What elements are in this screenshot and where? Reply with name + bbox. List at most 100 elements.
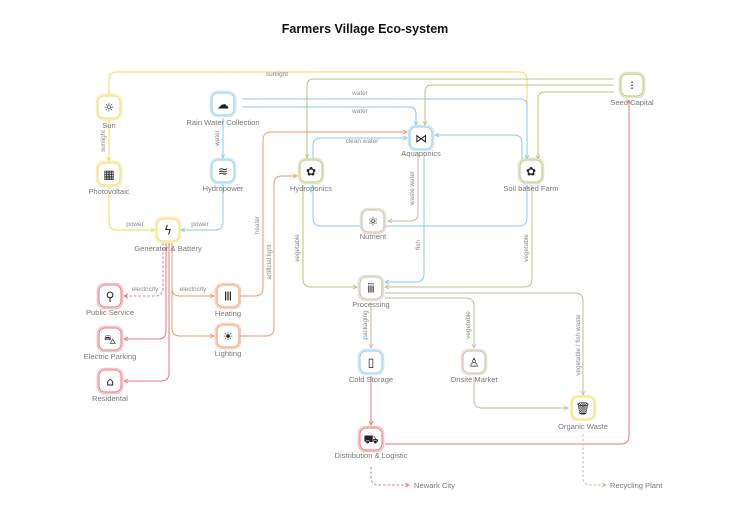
node-label: Photovoltaic [88, 187, 130, 196]
fish-icon: ⋈ [415, 132, 427, 146]
node-label: Soil based Farm [503, 184, 558, 193]
node-hydroponics[interactable]: ✿ Hydroponics [290, 157, 332, 194]
node-public[interactable]: ⚲Public Service [86, 282, 134, 318]
water-rain-to-aquaponics [242, 106, 416, 125]
edge-label-packaging: packaging [362, 310, 369, 340]
nutrient-to-hydroponics [313, 185, 360, 227]
node-rain[interactable]: ☁ Rain Water Collection [186, 90, 260, 128]
lightning-icon: ϟ [164, 224, 172, 238]
market-stall-icon: ♙ [469, 356, 480, 370]
page-title: Farmers Village Eco-system [281, 22, 449, 36]
node-label: Lighting [215, 349, 242, 358]
node-nutrient[interactable]: ⚛Nutrient [359, 207, 387, 242]
node-label: Public Service [86, 308, 134, 317]
waste-water-to-nutrient [388, 152, 419, 221]
edge-label-power_hydro: power [191, 221, 209, 228]
edge-label-fish: fish [415, 240, 422, 250]
fridge-icon: ▯ [368, 356, 375, 370]
node-box-inner [620, 73, 644, 97]
power-pv-to-generator [108, 187, 155, 230]
waste-to-recycling [582, 434, 606, 485]
node-parking[interactable]: ⛍Electric Parking [84, 325, 137, 362]
node-box-inner [359, 427, 383, 451]
seed-icon: ⁝ [630, 79, 634, 93]
edge-label-veg_soil: vegetable [523, 234, 530, 262]
edge-label-electricity_public: electricity [132, 286, 159, 293]
power-hydro-to-generator [181, 184, 224, 230]
node-box-inner [409, 126, 433, 150]
nutrient-to-soil-farm [386, 185, 527, 227]
edge-label-water_aqua: water [351, 108, 368, 115]
node-label: Nutrient [360, 232, 387, 241]
plant-icon: ✿ [306, 165, 316, 179]
seed-to-hydroponics [307, 78, 614, 158]
node-label: Rain Water Collection [186, 118, 259, 127]
node-hydro[interactable]: ≋ Hydropower [203, 157, 244, 194]
newark-city-label: Newark City [414, 481, 455, 490]
node-box-inner [98, 369, 122, 393]
node-aqua[interactable]: ⋈ Aquaponics [401, 124, 441, 159]
market-to-organic-waste [473, 377, 568, 408]
node-box-inner [156, 218, 180, 242]
node-label: Hydropower [203, 184, 244, 193]
node-waste[interactable]: 🗑 Organic Waste [558, 394, 608, 432]
node-label: Aquaponics [401, 149, 441, 158]
electricity-to-heating [171, 243, 214, 296]
node-label: Sun [102, 121, 116, 130]
node-pv[interactable]: ▦ Photovoltaic [88, 160, 130, 197]
rain-cloud-icon: ☁ [217, 98, 229, 112]
water-rain-to-soil-farm [242, 98, 527, 159]
node-box-inner [462, 350, 486, 374]
soil-farm-to-aquaponics [435, 135, 523, 159]
node-box-inner [216, 324, 240, 348]
node-label: Onsite Market [450, 375, 498, 384]
generator-to-parking [124, 243, 167, 339]
waves-icon: ≋ [218, 165, 228, 179]
node-box-inner [359, 276, 383, 300]
artificial-light-to-hydroponics [240, 176, 297, 337]
seed-to-soil-farm [538, 91, 614, 159]
node-box-inner [519, 159, 543, 183]
node-box-inner [97, 95, 121, 119]
distribution-to-newark [370, 467, 409, 485]
node-label: Hydroponics [290, 184, 332, 193]
node-resid[interactable]: ⌂Residental [92, 367, 128, 404]
truck-icon: ⛟ [363, 433, 378, 447]
electricity-to-public-service [124, 243, 164, 296]
trash-icon: 🗑 [575, 402, 590, 416]
edge-label-water_top: water [351, 90, 368, 97]
node-soil[interactable]: ✿ Soil based Farm [503, 157, 559, 194]
node-cold[interactable]: ▯Cold Storage [349, 348, 393, 385]
node-market[interactable]: ♙ Onsite Market [450, 348, 499, 385]
plant-icon: ✿ [526, 165, 536, 179]
recycling-plant-label: Recycling Plant [610, 481, 663, 490]
edge-label-electricity_heating: electricity [180, 286, 207, 293]
edge-label-sunlight_pv: sunlight [100, 130, 107, 152]
node-label: Generator & Battery [134, 244, 202, 253]
node-label: Electric Parking [84, 352, 137, 361]
node-box-inner [97, 162, 121, 186]
clean-water-to-aquaponics [312, 138, 407, 159]
sun-icon: ☼ [104, 101, 115, 115]
vegetable-hydroponics-to-processing [302, 185, 357, 287]
node-sun[interactable]: ☼ Sun [95, 93, 123, 131]
node-seed[interactable]: ⁝Seed Capital [610, 71, 654, 108]
vegetable-to-market [385, 297, 474, 348]
node-box-inner [299, 159, 323, 183]
edge-label-artificial_light: artificial light [266, 244, 273, 279]
node-box-inner [361, 209, 385, 233]
node-dist[interactable]: ⛟ Distribution & Logistic [334, 425, 408, 461]
node-box-inner [359, 350, 383, 374]
radiator-icon: Ⅲ [224, 290, 232, 304]
node-label: Organic Waste [558, 422, 608, 431]
node-label: Processing [352, 300, 390, 309]
node-label: Distribution & Logistic [334, 451, 407, 460]
edge-label-veg_market: vegetable [465, 311, 472, 339]
edge-label-power_pv: power [126, 221, 144, 228]
node-lighting[interactable]: ☀Lighting [215, 322, 242, 359]
solar-panel-icon: ▦ [103, 168, 114, 182]
